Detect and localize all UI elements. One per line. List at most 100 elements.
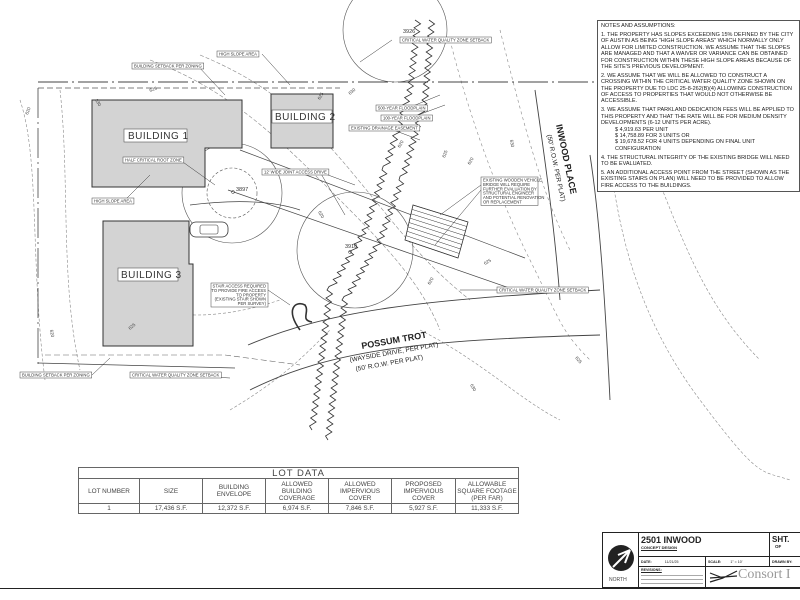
contour-elevation-labels: 6306256206256306206256206306256206256206… bbox=[24, 86, 583, 393]
fee-3: $ 19,678.52 FOR 4 UNITS DEPENDING ON FIN… bbox=[615, 139, 755, 152]
lot-data-title: LOT DATA bbox=[78, 467, 519, 479]
callout-root-zone: HALF CRITICAL ROOT ZONE bbox=[125, 158, 182, 163]
cell: 12,372 S.F. bbox=[202, 503, 266, 514]
elevation-label: 620 bbox=[317, 210, 325, 219]
callout-stair-line: STAIR ACCESS REQUIRED bbox=[213, 284, 266, 289]
note-2: 2. WE ASSUME THAT WE WILL BE ALLOWED TO … bbox=[601, 72, 792, 105]
elevation-label: 625 bbox=[574, 355, 583, 364]
north-arrow-icon bbox=[608, 545, 634, 571]
tree-3926: 3926 bbox=[403, 29, 415, 35]
of-label: OF bbox=[775, 544, 782, 549]
cell: 1 bbox=[78, 503, 140, 514]
elevation-label: 620 bbox=[397, 139, 405, 148]
callout-high-slope-left: HIGH SLOPE AREA bbox=[94, 199, 132, 204]
note-5: 5. AN ADDITIONAL ACCESS POINT FROM THE S… bbox=[601, 170, 790, 189]
building-3-label: BUILDING 3 bbox=[121, 270, 182, 281]
callout-cwqz-top: CRITICAL WATER QUALITY ZONE SETBACK bbox=[402, 38, 489, 43]
access-drive bbox=[189, 149, 526, 291]
callout-high-slope-top: HIGH SLOPE AREA bbox=[219, 52, 257, 57]
callout-setback-top: BUILDING SETBACK PER ZONING bbox=[134, 64, 202, 69]
callout-bridge-line: FURTHER EVALUATION BY bbox=[483, 186, 537, 191]
elevation-label: 620 bbox=[24, 106, 31, 115]
bridge-hatch-line bbox=[411, 209, 467, 227]
callout-stair-line: (EXISTING STAIR SHOWN bbox=[215, 297, 266, 302]
revisions-cell: REVISIONS: bbox=[639, 567, 706, 587]
lot-data-table: LOT DATA LOT NUMBER SIZE BUILDING ENVELO… bbox=[78, 467, 519, 514]
callout-stair-line: TO PROPERTY bbox=[236, 292, 266, 297]
date-cell: DATE: 11/21/25 bbox=[639, 557, 706, 567]
callout-bridge-line: STRUCTURAL ENGINEER bbox=[483, 191, 534, 196]
creek-lines bbox=[308, 19, 436, 441]
col-building-envelope: BUILDING ENVELOPE bbox=[202, 478, 266, 504]
setback-line-south bbox=[45, 354, 301, 366]
bridge-hatch-line bbox=[408, 222, 464, 241]
north-cell: NORTH bbox=[603, 533, 639, 587]
table-row: 1 17,436 S.F. 12,372 S.F. 6,974 S.F. 7,8… bbox=[78, 503, 519, 514]
scale-value: 1" = 10' bbox=[730, 560, 743, 564]
drawn-by-cell: DRAWN BY: bbox=[770, 557, 800, 567]
tree-markers: 3897 3910 3926 bbox=[231, 29, 415, 254]
elevation-label: 625 bbox=[483, 258, 492, 266]
building-1 bbox=[91, 99, 243, 188]
revisions-label: REVISIONS: bbox=[641, 568, 662, 572]
callout-floodplain-100: 100-YEAR FLOODPLAIN bbox=[383, 116, 430, 121]
elevation-label: 630 bbox=[94, 98, 102, 107]
callout-cwqz-bottom: CRITICAL WATER QUALITY ZONE SETBACK bbox=[132, 373, 219, 378]
callout-stair-line: PER SURVEY) bbox=[238, 301, 267, 306]
callout-bridge-line: EXISTING WOODEN VEHICLE bbox=[483, 178, 542, 183]
bridge-hatch-line bbox=[406, 231, 461, 250]
col-proposed-impervious: PROPOSED IMPERVIOUS COVER bbox=[391, 478, 456, 504]
firm-logo-icon bbox=[709, 570, 738, 583]
col-allowed-coverage: ALLOWED BUILDING COVERAGE bbox=[265, 478, 329, 504]
col-allowed-impervious: ALLOWED IMPERVIOUS COVER bbox=[328, 478, 392, 504]
bridge bbox=[404, 204, 469, 259]
tree-3897: 3897 bbox=[236, 187, 248, 193]
elevation-label: 625 bbox=[317, 91, 325, 100]
callout-cwqz-right: CRITICAL WATER QUALITY ZONE SETBACK bbox=[499, 288, 586, 293]
building-1-label: BUILDING 1 bbox=[128, 131, 189, 142]
project-cell: 2501 INWOOD CONCEPT DESIGN bbox=[639, 533, 770, 557]
sheet-border bbox=[0, 588, 800, 589]
notes-and-assumptions: NOTES AND ASSUMPTIONS: 1. THE PROPERTY H… bbox=[597, 20, 800, 193]
sheet-label: SHT. bbox=[772, 535, 790, 544]
cell: 11,333 S.F. bbox=[455, 503, 519, 514]
note-1: 1. THE PROPERTY HAS SLOPES EXCEEDING 15%… bbox=[601, 31, 794, 70]
north-label: NORTH bbox=[609, 577, 627, 583]
note-3: 3. WE ASSUME THAT PARKLAND DEDICATION FE… bbox=[601, 107, 794, 127]
scale-label: SCALE: bbox=[708, 560, 722, 564]
scale-cell: SCALE: 1" = 10' bbox=[706, 557, 770, 567]
callouts: HIGH SLOPE AREA BUILDING SETBACK PER ZONI… bbox=[19, 36, 589, 379]
building-2-label: BUILDING 2 bbox=[275, 112, 336, 123]
notes-title: NOTES AND ASSUMPTIONS: bbox=[601, 23, 676, 29]
callout-bridge-line: BRIDGE WILL REQUIRE bbox=[483, 182, 530, 187]
callout-setback-bottom: BUILDING SETBACK PER ZONING bbox=[22, 373, 90, 378]
car-icon bbox=[189, 221, 229, 238]
elevation-label: 620 bbox=[427, 276, 435, 285]
existing-stair bbox=[291, 303, 313, 331]
drawn-by-label: DRAWN BY: bbox=[772, 560, 793, 564]
date-label: DATE: bbox=[641, 560, 652, 564]
cell: 5,927 S.F. bbox=[391, 503, 456, 514]
elevation-label: 630 bbox=[347, 87, 356, 96]
firm-name: Consort I bbox=[738, 567, 791, 582]
fee-2: $ 14,758.89 FOR 3 UNITS OR bbox=[615, 133, 690, 139]
elevation-label: 625 bbox=[149, 86, 158, 93]
cell: 17,436 S.F. bbox=[139, 503, 203, 514]
bridge-hatch-line bbox=[405, 235, 460, 254]
col-size: SIZE bbox=[139, 478, 203, 504]
col-allowable-sf: ALLOWABLE SQUARE FOOTAGE (PER FAR) bbox=[455, 478, 519, 504]
tree-3910: 3910 bbox=[345, 244, 357, 250]
callout-bridge-line: OR REPLACEMENT bbox=[483, 200, 522, 205]
bridge-hatch-line bbox=[409, 217, 465, 236]
title-block: NORTH 2501 INWOOD CONCEPT DESIGN SHT. OF… bbox=[602, 532, 800, 588]
building-labels: BUILDING 1 BUILDING 2 BUILDING 3 bbox=[117, 109, 336, 282]
bridge-hatch-line bbox=[410, 213, 466, 232]
building-3 bbox=[102, 220, 194, 347]
cell: 7,846 S.F. bbox=[328, 503, 392, 514]
callout-access-drive: 12' WIDE JOINT ACCESS DRIVE bbox=[264, 170, 327, 175]
contour-lines bbox=[19, 29, 791, 481]
callout-drainage: EXISTING DRAINAGE EASEMENT bbox=[351, 126, 418, 131]
project-phase: CONCEPT DESIGN bbox=[641, 545, 678, 550]
elevation-label: 625 bbox=[441, 149, 448, 158]
